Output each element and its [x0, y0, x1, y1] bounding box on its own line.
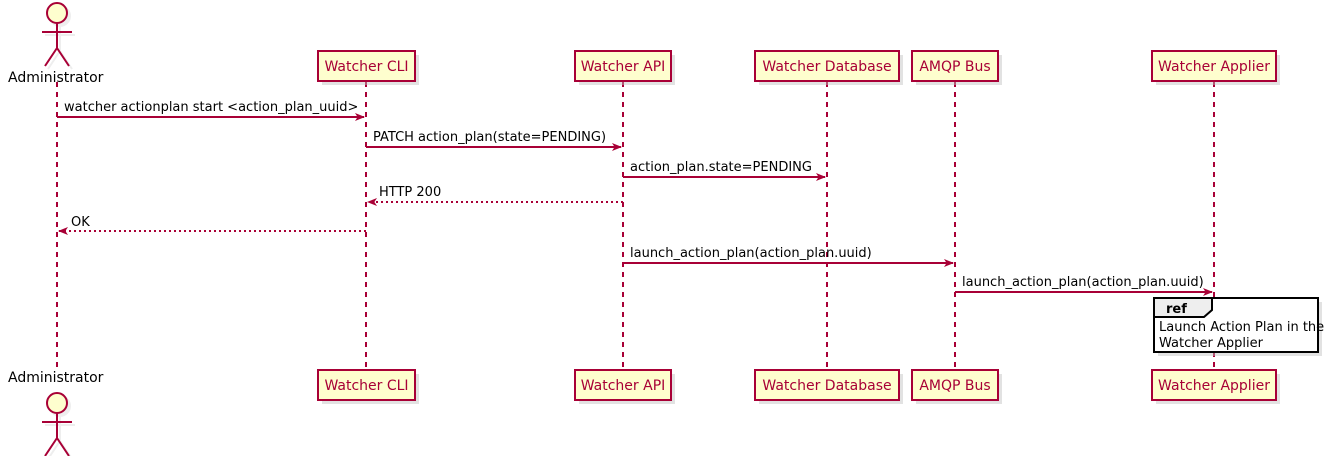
actor-administrator — [42, 2, 75, 70]
message-7: launch_action_plan(action_plan.uuid) — [955, 275, 1213, 296]
participant-watcher-cli[interactable]: Watcher CLI — [317, 369, 419, 404]
participant-watcher-database[interactable]: Watcher Database — [754, 50, 903, 85]
actor-leg-left — [44, 47, 58, 67]
participant-label-watcher-database: Watcher Database — [762, 59, 891, 75]
participant-watcher-api[interactable]: Watcher API — [574, 369, 675, 404]
ref-header-label: ref — [1166, 302, 1187, 317]
participant-box[interactable] — [911, 50, 999, 82]
message-label: OK — [71, 215, 90, 230]
participant-box[interactable] — [574, 369, 672, 401]
message-6: launch_action_plan(action_plan.uuid) — [623, 246, 954, 267]
actor-leg-right — [56, 437, 70, 456]
message-4: HTTP 200 — [367, 185, 623, 206]
message-label: launch_action_plan(action_plan.uuid) — [630, 246, 872, 261]
ref-header-tab — [1153, 297, 1213, 318]
message-label: action_plan.state=PENDING — [630, 160, 812, 175]
participant-watcher-database[interactable]: Watcher Database — [754, 369, 903, 404]
participant-amqp-bus[interactable]: AMQP Bus — [911, 50, 1002, 85]
actor-label-administrator: Administrator — [8, 70, 104, 86]
participant-label-amqp-bus: AMQP Bus — [919, 378, 990, 394]
participant-box[interactable] — [1151, 369, 1277, 401]
participant-watcher-cli[interactable]: Watcher CLI — [317, 50, 419, 85]
participant-box[interactable] — [574, 50, 672, 82]
message-1: watcher actionplan start <action_plan_uu… — [57, 100, 365, 121]
lifelines-group — [56, 82, 1215, 372]
participant-label-watcher-applier: Watcher Applier — [1158, 378, 1270, 394]
message-2: PATCH action_plan(state=PENDING) — [366, 130, 622, 151]
participant-label-amqp-bus: AMQP Bus — [919, 59, 990, 75]
actor-administrator — [42, 392, 75, 456]
message-label: launch_action_plan(action_plan.uuid) — [962, 275, 1204, 290]
participant-watcher-applier[interactable]: Watcher Applier — [1151, 50, 1280, 85]
participant-box[interactable] — [317, 369, 416, 401]
actor-head — [46, 392, 68, 414]
ref-body-line-1: Launch Action Plan in the — [1159, 320, 1324, 335]
message-label: HTTP 200 — [379, 185, 441, 200]
message-label: PATCH action_plan(state=PENDING) — [373, 130, 606, 145]
actor-leg-left — [47, 50, 61, 70]
message-5: OK — [58, 215, 366, 235]
actor-leg-right — [59, 440, 72, 456]
participant-box[interactable] — [754, 369, 900, 401]
participant-label-watcher-cli: Watcher CLI — [324, 59, 408, 75]
participant-box[interactable] — [317, 50, 416, 82]
participant-amqp-bus[interactable]: AMQP Bus — [911, 369, 1002, 404]
actor-leg-right — [56, 47, 70, 67]
actor-head — [46, 2, 68, 24]
actor-label-administrator: Administrator — [8, 370, 104, 386]
participant-watcher-api[interactable]: Watcher API — [574, 50, 675, 85]
ref-body-line-2: Watcher Applier — [1159, 336, 1264, 351]
participant-box[interactable] — [1151, 50, 1277, 82]
participant-box[interactable] — [911, 369, 999, 401]
messages-group: watcher actionplan start <action_plan_uu… — [57, 100, 1213, 296]
participant-label-watcher-cli: Watcher CLI — [324, 378, 408, 394]
participant-label-watcher-database: Watcher Database — [762, 378, 891, 394]
participant-label-watcher-applier: Watcher Applier — [1158, 59, 1270, 75]
actor-leg-left — [48, 440, 61, 456]
actor-leg-left — [44, 437, 58, 456]
participant-watcher-applier[interactable]: Watcher Applier — [1151, 369, 1280, 404]
participant-label-watcher-api: Watcher API — [581, 59, 666, 75]
participant-label-watcher-api: Watcher API — [581, 378, 666, 394]
message-3: action_plan.state=PENDING — [623, 160, 826, 181]
participants-top-group: Administrator Watcher CLI Watcher API Watch… — [8, 2, 1280, 86]
message-label: watcher actionplan start <action_plan_uu… — [64, 100, 358, 115]
participant-box[interactable] — [754, 50, 900, 82]
